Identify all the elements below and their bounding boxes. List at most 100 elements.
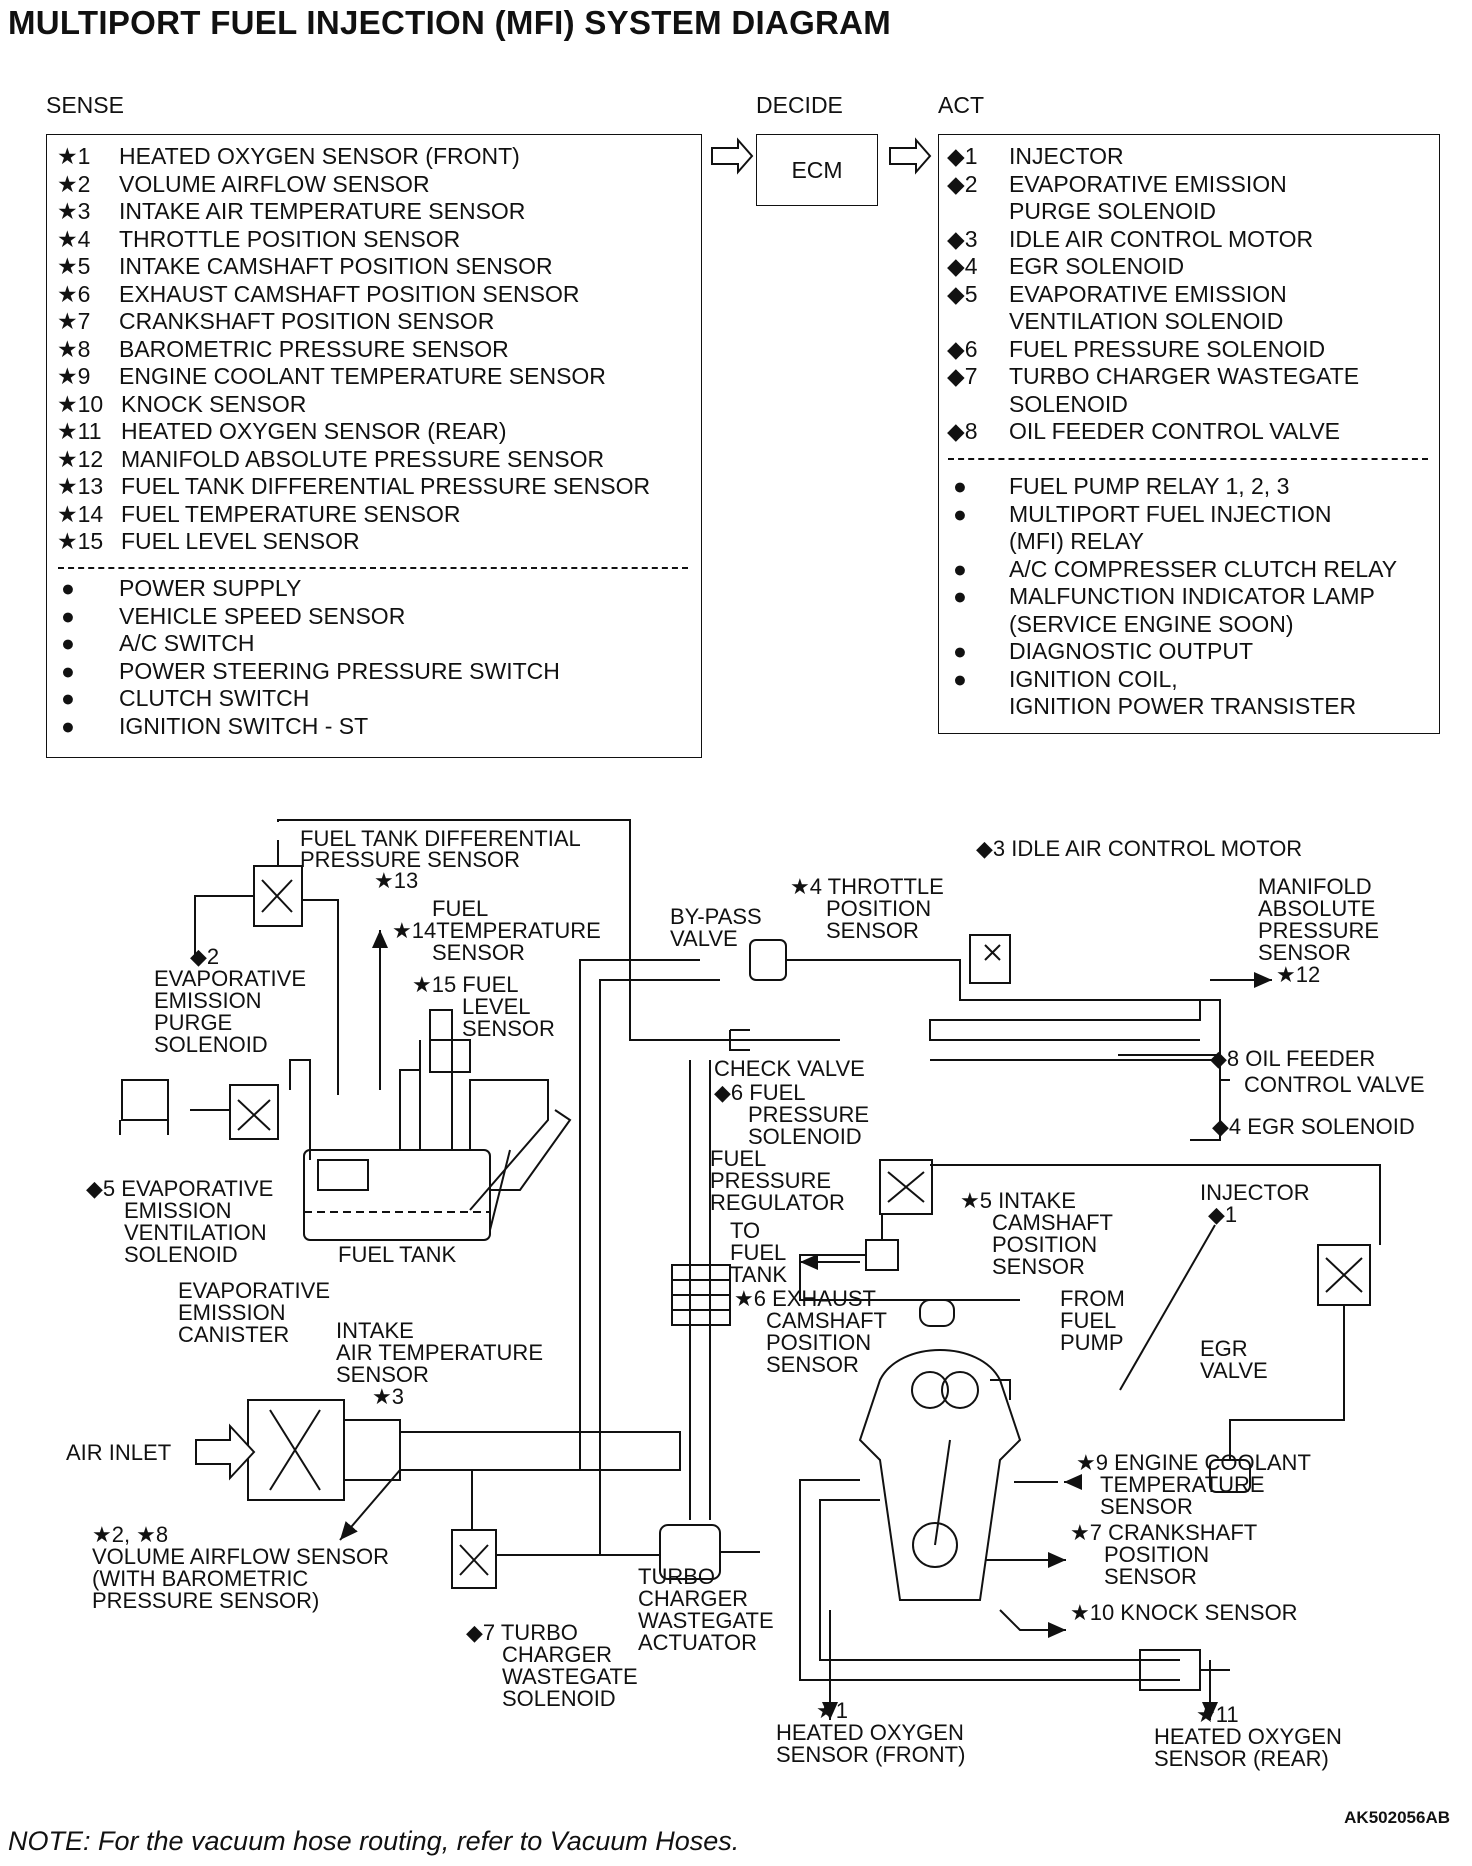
sensor-marker: ★15	[57, 528, 104, 554]
to-tank-label-3: TANK	[730, 1262, 787, 1287]
fpr-label-3: REGULATOR	[710, 1190, 845, 1215]
actuator-item: FUEL PRESSURE SOLENOID	[1009, 335, 1326, 362]
sensor-item: BAROMETRIC PRESSURE SENSOR	[119, 335, 509, 362]
fuel-pressure-solenoid-coil	[887, 1171, 925, 1203]
vaf-label-1: ★2, ★8	[92, 1522, 168, 1547]
header-act: ACT	[938, 92, 984, 118]
bypass-label-1: BY-PASS	[670, 904, 762, 929]
exh-cam-label-3: POSITION	[766, 1330, 871, 1355]
fps-label-3: SOLENOID	[748, 1124, 862, 1149]
sense-input-item: CLUTCH SWITCH	[119, 685, 310, 711]
ecm-box: ECM	[756, 134, 878, 206]
fuel-temp-label-2: ★14TEMPERATURE	[392, 918, 601, 943]
oil-feeder-label-1: ◆8 OIL FEEDER	[1210, 1046, 1375, 1071]
sensor-item: EXHAUST CAMSHAFT POSITION SENSOR	[119, 280, 580, 307]
sensor-item: MANIFOLD ABSOLUTE PRESSURE SENSOR	[121, 445, 605, 472]
int-cam-label-3: POSITION	[992, 1232, 1097, 1257]
sensor-marker: ★1	[57, 143, 91, 169]
egr-valve-label-1: EGR	[1200, 1336, 1248, 1361]
exhaust-cam	[941, 1371, 979, 1409]
ho2-rear-label-3: SENSOR (REAR)	[1154, 1746, 1329, 1771]
bullet-icon: ●	[953, 638, 967, 664]
purge-label-2: EVAPORATIVE	[154, 966, 306, 991]
act-output-item: (MFI) RELAY	[1009, 528, 1145, 554]
oil-feeder-line	[930, 1059, 1230, 1081]
sensor-item: INTAKE AIR TEMPERATURE SENSOR	[119, 198, 526, 224]
tps-label-2: POSITION	[826, 896, 931, 921]
bullet-icon: ●	[61, 685, 75, 711]
page-title: MULTIPORT FUEL INJECTION (MFI) SYSTEM DI…	[8, 4, 892, 41]
twg-act-label-3: WASTEGATE	[638, 1608, 774, 1633]
sensor-marker: ★14	[57, 500, 104, 527]
bullet-icon: ●	[61, 712, 75, 739]
canister-label-1: EVAPORATIVE	[178, 1278, 330, 1303]
intercooler-pipe	[689, 1060, 711, 1520]
fps-label-1: ◆6 FUEL	[714, 1080, 806, 1105]
map-label-2: ABSOLUTE	[1258, 896, 1375, 921]
fuel-level-label-3: SENSOR	[462, 1016, 555, 1041]
connecting-rod	[934, 1439, 951, 1546]
exhaust-pipe	[799, 1479, 1180, 1681]
fuel-tank	[303, 1149, 491, 1241]
twg-solenoid	[451, 1529, 497, 1589]
fuel-lines	[799, 1214, 1020, 1301]
int-cam-label-1: ★5 INTAKE	[960, 1188, 1076, 1213]
canister-label-2: EMISSION	[178, 1300, 286, 1325]
sensor-marker: ★10	[57, 390, 104, 417]
fps-label-2: PRESSURE	[748, 1102, 869, 1127]
sensor-item: CRANKSHAFT POSITION SENSOR	[119, 308, 495, 334]
ho2-front-label-1: ★1	[816, 1698, 848, 1723]
fuel-pressure-solenoid	[879, 1159, 933, 1215]
canister-lead	[489, 1149, 511, 1231]
ect-label-1: ★9 ENGINE COOLANT	[1076, 1450, 1311, 1475]
actuator-item: EGR SOLENOID	[1009, 253, 1185, 279]
act-output-item: DIAGNOSTIC OUTPUT	[1009, 638, 1254, 664]
bullet-icon: ●	[61, 602, 75, 629]
iat-label-3: SENSOR	[336, 1362, 429, 1387]
fpr-label-2: PRESSURE	[710, 1168, 831, 1193]
ftdps-label-2: PRESSURE SENSOR	[300, 847, 520, 872]
ftdps-hose	[277, 819, 840, 1041]
actuator-marker: ◆6	[947, 335, 978, 362]
egr-valve	[1209, 1459, 1251, 1493]
egr-sol-label: ◆4 EGR SOLENOID	[1212, 1114, 1415, 1139]
map-label-4: SENSOR	[1258, 940, 1351, 965]
sensor-marker: ★3	[57, 198, 91, 224]
tps-label-1: ★4 THROTTLE	[790, 874, 944, 899]
actuator-marker: ◆1	[947, 143, 978, 169]
canister-label-3: CANISTER	[178, 1322, 289, 1347]
sensor-item: HEATED OXYGEN SENSOR (FRONT)	[119, 143, 520, 169]
vent-label-1: ◆5 EVAPORATIVE	[86, 1176, 273, 1201]
vent-solenoid	[229, 1084, 279, 1140]
vaf-lead	[339, 1469, 401, 1541]
ho2-rear-label-1: ★11	[1196, 1702, 1239, 1727]
twg-sol-label-3: WASTEGATE	[502, 1664, 638, 1689]
actuator-marker: ◆2	[947, 170, 978, 197]
catalytic-converter	[1139, 1649, 1201, 1691]
actuator-item: EVAPORATIVE EMISSION	[1009, 170, 1287, 197]
twg-sol-label-1: ◆7 TURBO	[466, 1620, 578, 1645]
act-output-item: MALFUNCTION INDICATOR LAMP	[1009, 583, 1375, 609]
twg-act-label-2: CHARGER	[638, 1586, 748, 1611]
bullet-icon: ●	[953, 555, 967, 582]
from-pump-label-1: FROM	[1060, 1286, 1125, 1311]
check-valve	[729, 1029, 750, 1051]
intercooler-fins	[672, 1279, 730, 1311]
bypass-label-2: VALVE	[670, 926, 738, 951]
fuel-level-label-1: ★15 FUEL	[412, 972, 519, 997]
injector-lead	[1119, 1224, 1216, 1391]
egr-valve-label-2: VALVE	[1200, 1358, 1268, 1383]
figure-code: AK502056AB	[1344, 1808, 1450, 1827]
canister	[317, 1159, 369, 1191]
vaf-label-4: PRESSURE SENSOR)	[92, 1588, 319, 1613]
actuator-item: VENTILATION SOLENOID	[1009, 308, 1284, 334]
tps-label-3: SENSOR	[826, 918, 919, 943]
intake-cam	[911, 1371, 949, 1409]
actuator-item: EVAPORATIVE EMISSION	[1009, 280, 1287, 307]
fuel-level-label-2: LEVEL	[462, 994, 531, 1019]
act-output-item: (SERVICE ENGINE SOON)	[1009, 610, 1294, 637]
sensor-item: KNOCK SENSOR	[121, 390, 307, 417]
sensor-item: THROTTLE POSITION SENSOR	[119, 225, 461, 252]
ckp-label-1: ★7 CRANKSHAFT	[1070, 1520, 1257, 1545]
